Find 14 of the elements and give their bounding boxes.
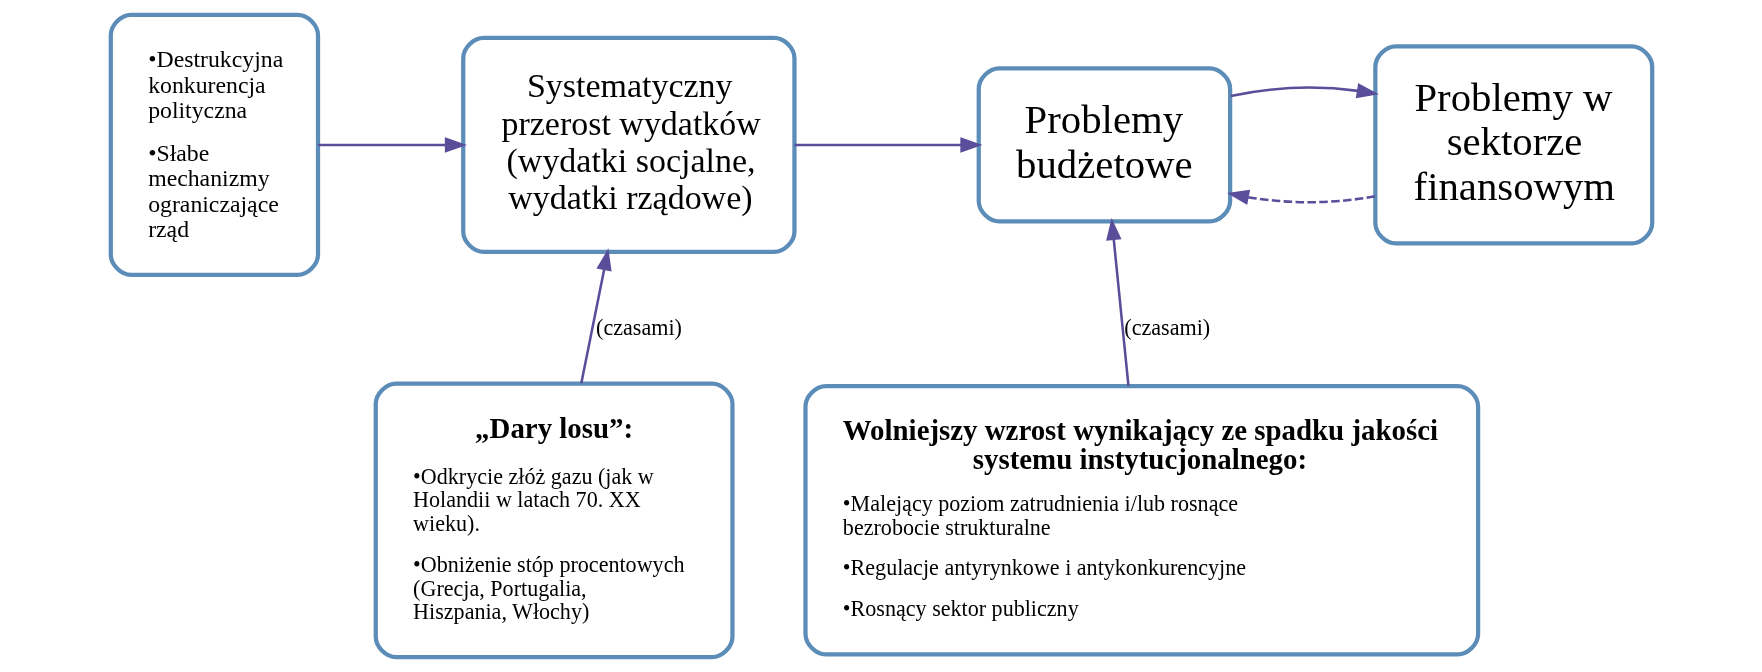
arrow — [1226, 189, 1375, 205]
arrow — [1230, 83, 1379, 99]
edge-label: (czasami) — [595, 314, 682, 340]
arrow — [794, 137, 982, 153]
arrow — [1105, 218, 1130, 386]
node-box: Problemy budżetowe — [976, 66, 1232, 224]
node-box: Problemy w sektorze finansowym — [1372, 44, 1654, 246]
node-box: „Dary losu”: •Odkrycie złóż gazu (jak w Holandii w latach 70. XX wieku). •Obniżenie stóp procentowych (Grecja, Portugalia, Hiszpania, Włochy) — [373, 381, 735, 660]
node-box: Wolniejszy wzrost wynikający ze spadku jakości systemu instytucjonalnego: •Malejący poziom zatrudnienia i/lub rosnące bezrobocie strukturalne •Regulacje antyrynkowe i antykonkurencyjne •Rosnący sektor publiczny — [802, 384, 1480, 657]
arrow — [579, 248, 612, 384]
node-box: •Destrukcyjna konkurencja polityczna •Słabe mechanizmy ograniczające rząd — [108, 12, 320, 277]
arrow — [317, 137, 467, 153]
node-box: Systematyczny przerost wydatków (wydatki socjalne, wydatki rządowe) — [460, 35, 797, 255]
edge-label: (czasami) — [1123, 314, 1210, 340]
